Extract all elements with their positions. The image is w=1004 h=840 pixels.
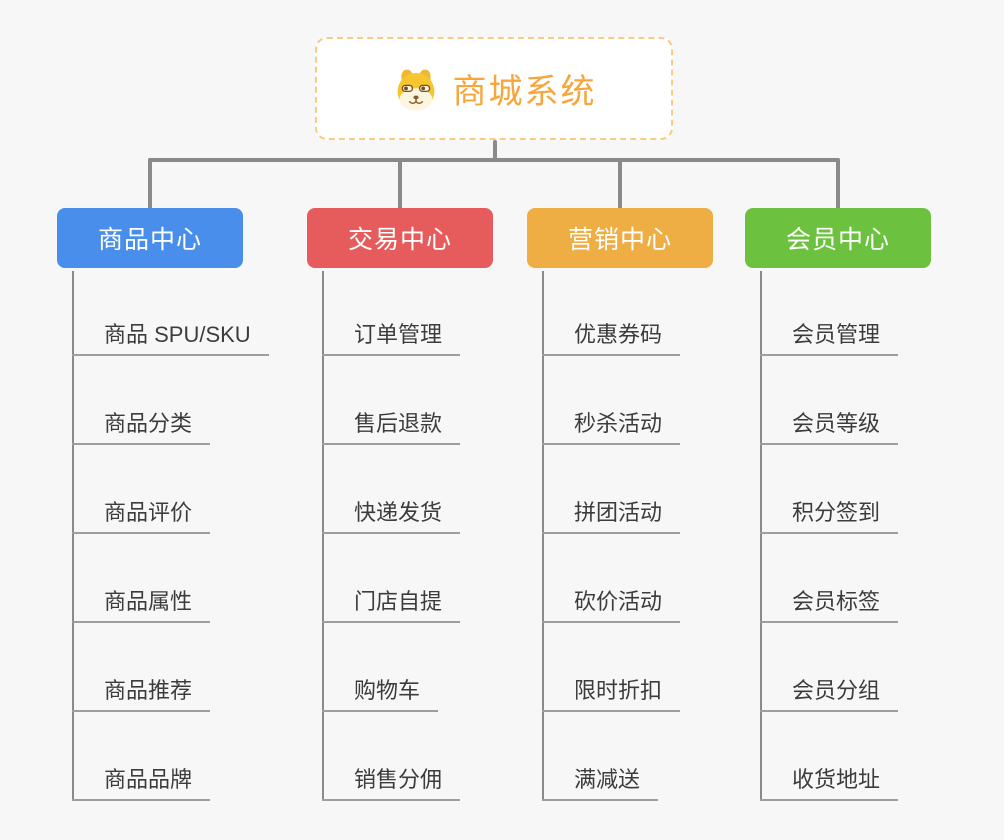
child-topic[interactable]: 销售分佣 — [322, 763, 461, 801]
child-topic-label: 购物车 — [354, 678, 421, 703]
branch-spine-line — [72, 271, 74, 801]
child-topic-label: 销售分佣 — [354, 767, 443, 792]
child-topic-label: 售后退款 — [354, 411, 443, 436]
child-topic-label: 快递发货 — [354, 500, 443, 525]
child-topic[interactable]: 商品品牌 — [72, 763, 211, 801]
connector-line — [493, 140, 497, 162]
child-topic-label: 优惠券码 — [574, 322, 663, 347]
child-topic-label: 拼团活动 — [574, 500, 663, 525]
child-topic-label: 会员管理 — [792, 322, 881, 347]
shiba-dog-icon — [397, 69, 434, 111]
child-topic-label: 会员标签 — [792, 589, 881, 614]
child-topic-label: 积分签到 — [792, 500, 881, 525]
child-topic-label: 会员分组 — [792, 678, 881, 703]
branch-node-marketing-center[interactable]: 营销中心 — [527, 208, 713, 268]
connector-line — [148, 158, 152, 210]
child-topic[interactable]: 门店自提 — [322, 585, 461, 623]
child-topic-label: 砍价活动 — [574, 589, 663, 614]
branch-node-label: 商品中心 — [97, 226, 202, 254]
child-topic-label: 会员等级 — [792, 411, 881, 436]
child-topic[interactable]: 会员管理 — [760, 318, 899, 356]
child-topic[interactable]: 售后退款 — [322, 407, 461, 445]
child-topic[interactable]: 收货地址 — [760, 763, 899, 801]
child-topic[interactable]: 优惠券码 — [542, 318, 681, 356]
child-topic[interactable]: 商品推荐 — [72, 674, 211, 712]
child-topic[interactable]: 快递发货 — [322, 496, 461, 534]
child-topic-label: 门店自提 — [354, 589, 443, 614]
child-topic-label: 商品品牌 — [104, 767, 193, 792]
child-topic-label: 订单管理 — [354, 322, 443, 347]
branch-node-label: 营销中心 — [567, 226, 672, 254]
child-topic-label: 限时折扣 — [574, 678, 663, 703]
child-topic[interactable]: 商品 SPU/SKU — [72, 318, 269, 356]
connector-line — [836, 158, 840, 210]
branch-node-label: 会员中心 — [785, 226, 890, 254]
child-topic[interactable]: 积分签到 — [760, 496, 899, 534]
child-topic[interactable]: 限时折扣 — [542, 674, 681, 712]
child-topic-label: 商品分类 — [104, 411, 193, 436]
child-topic[interactable]: 商品属性 — [72, 585, 211, 623]
child-topic[interactable]: 满减送 — [542, 763, 659, 801]
branch-node-trade-center[interactable]: 交易中心 — [307, 208, 493, 268]
branch-spine-line — [542, 271, 544, 801]
branch-spine-line — [322, 271, 324, 801]
branch-node-product-center[interactable]: 商品中心 — [57, 208, 243, 268]
child-topic[interactable]: 商品分类 — [72, 407, 211, 445]
root-node-label: 商城系统 — [452, 73, 597, 111]
child-topic-label: 收货地址 — [792, 767, 881, 792]
branch-spine-line — [760, 271, 762, 801]
branch-node-label: 交易中心 — [347, 226, 452, 254]
child-topic[interactable]: 订单管理 — [322, 318, 461, 356]
child-topic[interactable]: 商品评价 — [72, 496, 211, 534]
child-topic-label: 商品 SPU/SKU — [104, 322, 251, 347]
connector-line — [148, 158, 840, 162]
connector-line — [398, 158, 402, 210]
root-node[interactable]: 商城系统 — [315, 37, 673, 140]
child-topic[interactable]: 会员标签 — [760, 585, 899, 623]
child-topic-label: 秒杀活动 — [574, 411, 663, 436]
child-topic-label: 商品推荐 — [104, 678, 193, 703]
child-topic[interactable]: 购物车 — [322, 674, 439, 712]
child-topic[interactable]: 拼团活动 — [542, 496, 681, 534]
child-topic[interactable]: 秒杀活动 — [542, 407, 681, 445]
branch-node-member-center[interactable]: 会员中心 — [745, 208, 931, 268]
child-topic-label: 满减送 — [574, 767, 641, 792]
child-topic[interactable]: 砍价活动 — [542, 585, 681, 623]
child-topic[interactable]: 会员分组 — [760, 674, 899, 712]
child-topic-label: 商品属性 — [104, 589, 193, 614]
child-topic[interactable]: 会员等级 — [760, 407, 899, 445]
connector-line — [618, 158, 622, 210]
child-topic-label: 商品评价 — [104, 500, 193, 525]
